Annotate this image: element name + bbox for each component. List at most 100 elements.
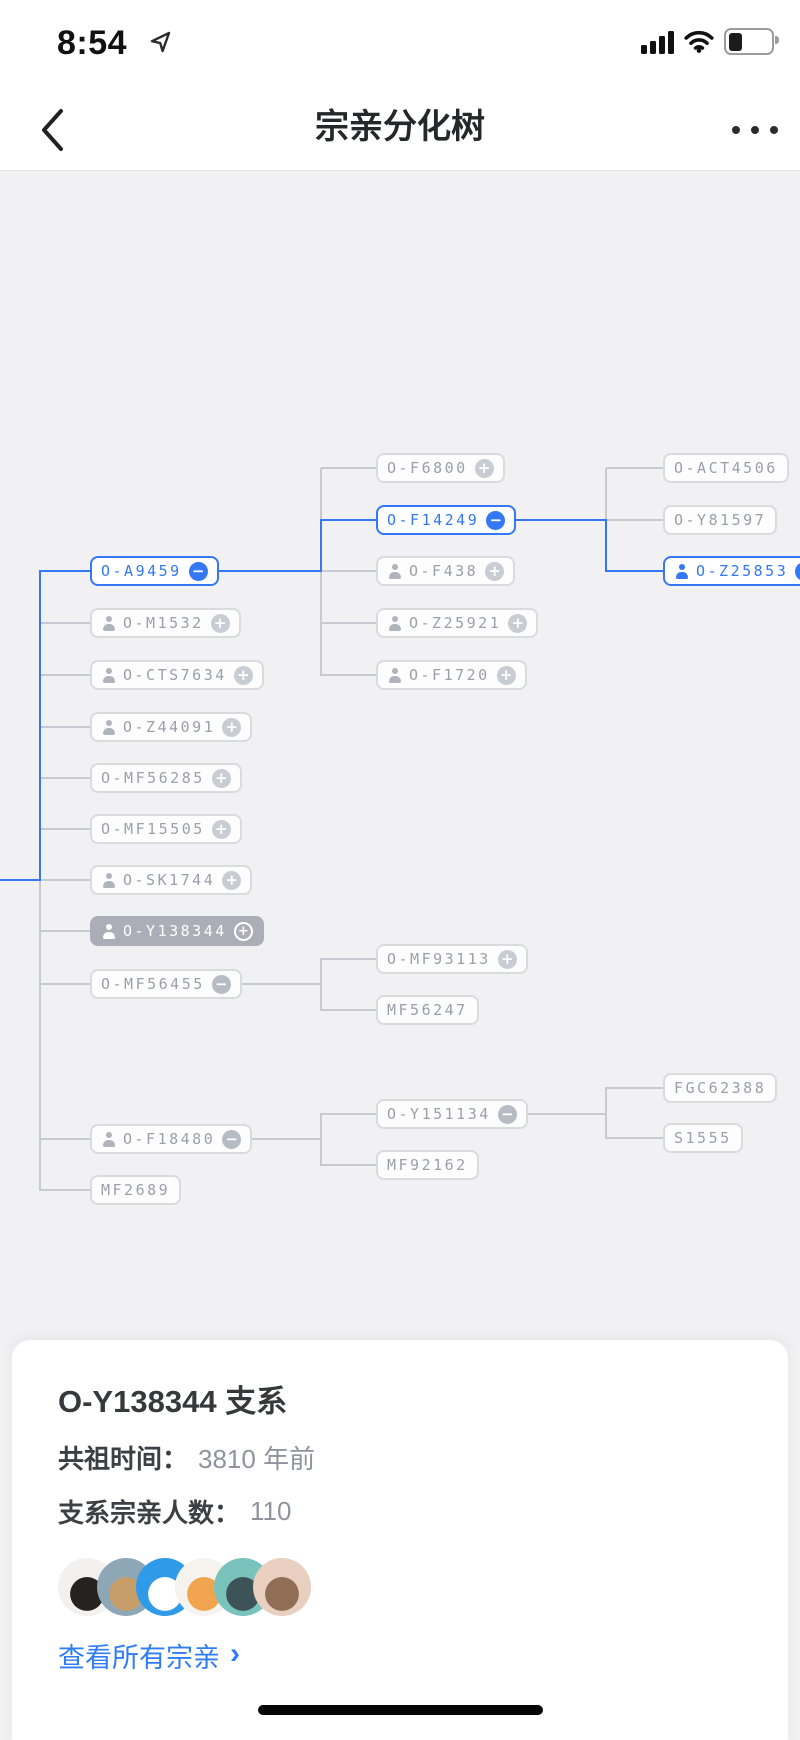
node-label: O-F18480 (123, 1130, 216, 1148)
home-indicator[interactable] (258, 1705, 543, 1715)
info-label: 支系宗亲人数： (58, 1497, 241, 1528)
tree-connectors (0, 467, 800, 1191)
view-all-label: 查看所有宗亲 (58, 1643, 220, 1673)
node-label: MF2689 (101, 1181, 171, 1199)
person-icon (101, 667, 116, 683)
tree-node-O-MF56455[interactable]: O-MF56455− (90, 969, 242, 999)
expand-icon[interactable]: + (222, 870, 242, 890)
tree-node-O-F438[interactable]: O-F438 + (376, 556, 516, 586)
expand-icon[interactable]: + (474, 458, 494, 478)
tree-node-O-F14249[interactable]: O-F14249− (376, 505, 517, 535)
node-label: FGC62388 (674, 1079, 767, 1097)
tree-node-O-M1532[interactable]: O-M1532 + (90, 608, 241, 638)
tree-node-S1555[interactable]: S1555 (663, 1123, 743, 1153)
person-icon (101, 923, 116, 939)
expand-icon[interactable]: + (485, 561, 505, 581)
common-ancestor-row: 共祖时间： 3810 年前 (58, 1440, 315, 1474)
tree-node-O-Z25921[interactable]: O-Z25921 + (376, 608, 539, 638)
expand-icon[interactable]: + (508, 613, 528, 633)
tree-node-O-MF93113[interactable]: O-MF93113+ (376, 944, 528, 974)
tree-node-FGC62388[interactable]: FGC62388 (663, 1073, 778, 1103)
node-label: O-F438 (409, 562, 479, 580)
expand-icon[interactable]: + (233, 921, 253, 941)
more-button[interactable] (710, 102, 778, 158)
member-count-row: 支系宗亲人数： 110 (58, 1494, 291, 1528)
expand-icon[interactable]: + (222, 717, 242, 737)
node-label: O-Z25921 (409, 614, 502, 632)
branch-title: O-Y138344 支系 (58, 1384, 288, 1419)
tree-node-O-ACT4506[interactable]: O-ACT4506 (663, 453, 789, 483)
tree-node-O-Z25853[interactable]: O-Z25853− (663, 556, 800, 586)
node-label: O-Z44091 (123, 718, 216, 736)
person-icon (101, 615, 116, 631)
node-label: O-Z25853 (696, 562, 789, 580)
clan-tree-canvas: O-A9459−O-M1532+O-CTS7634+O-Z44091+O-MF5… (0, 453, 800, 1205)
node-label: O-SK1744 (123, 871, 216, 889)
info-value: 3810 年前 (198, 1443, 316, 1474)
node-label: O-F1720 (409, 666, 490, 684)
tree-node-O-F1720[interactable]: O-F1720 + (376, 660, 527, 690)
branch-info-card: O-Y138344 支系 共祖时间： 3810 年前 支系宗亲人数： 110 查… (12, 1340, 788, 1740)
tree-node-O-Z44091[interactable]: O-Z44091 + (90, 712, 253, 742)
person-icon (101, 872, 116, 888)
tree-node-MF92162[interactable]: MF92162 (376, 1150, 479, 1180)
status-bar: 8:54 (0, 0, 800, 88)
node-label: O-F14249 (387, 511, 480, 529)
tree-node-O-MF56285[interactable]: O-MF56285 + (90, 763, 242, 793)
node-label: S1555 (674, 1129, 732, 1147)
page-title: 宗亲分化树 (315, 108, 485, 146)
expand-icon[interactable]: + (210, 613, 230, 633)
person-icon (387, 563, 402, 579)
back-button[interactable] (30, 102, 74, 158)
wifi-icon (684, 30, 714, 53)
expand-icon[interactable]: + (211, 819, 231, 839)
node-label: MF56247 (387, 1001, 468, 1019)
tree-node-MF56247[interactable]: MF56247 (376, 995, 479, 1025)
expand-icon[interactable]: + (496, 665, 516, 685)
node-label: O-CTS7634 (123, 666, 227, 684)
expand-icon[interactable]: + (211, 768, 231, 788)
person-icon (387, 667, 402, 683)
collapse-icon[interactable]: − (211, 974, 231, 994)
person-icon (387, 615, 402, 631)
chevron-right-icon: › (230, 1636, 240, 1670)
tree-node-O-F18480[interactable]: O-F18480− (90, 1124, 253, 1154)
view-all-link[interactable]: 查看所有宗亲 › (58, 1636, 240, 1675)
node-label: O-MF56455 (101, 975, 205, 993)
tree-node-O-F6800[interactable]: O-F6800 + (376, 453, 505, 483)
expand-icon[interactable]: + (233, 665, 253, 685)
battery-icon (724, 28, 779, 55)
collapse-icon[interactable]: − (497, 1104, 517, 1124)
expand-icon[interactable]: + (497, 949, 517, 969)
node-label: O-F6800 (387, 459, 468, 477)
node-label: O-Y151134 (387, 1105, 491, 1123)
collapse-icon[interactable]: − (222, 1129, 242, 1149)
collapse-icon[interactable]: − (188, 561, 208, 581)
tree-node-O-A9459[interactable]: O-A9459− (90, 556, 219, 586)
node-label: O-Y81597 (674, 511, 767, 529)
signal-icon (641, 30, 674, 54)
node-label: O-ACT4506 (674, 459, 778, 477)
node-label: MF92162 (387, 1156, 468, 1174)
person-icon (101, 719, 116, 735)
tree-node-O-Y151134[interactable]: O-Y151134− (376, 1099, 528, 1129)
node-label: O-A9459 (101, 562, 182, 580)
person-icon (674, 563, 689, 579)
tree-node-O-CTS7634[interactable]: O-CTS7634 + (90, 660, 264, 690)
tree-node-MF2689[interactable]: MF2689 (90, 1175, 182, 1205)
collapse-icon[interactable]: − (795, 561, 800, 581)
tree-node-O-MF15505[interactable]: O-MF15505 + (90, 814, 242, 844)
avatar-child-face[interactable] (253, 1558, 311, 1616)
collapse-icon[interactable]: − (486, 510, 506, 530)
node-label: O-M1532 (123, 614, 204, 632)
status-time: 8:54 (57, 24, 128, 62)
node-label: O-MF15505 (101, 820, 205, 838)
location-icon (150, 31, 171, 53)
tree-node-O-Y81597[interactable]: O-Y81597 (663, 505, 778, 535)
node-label: O-Y138344 (123, 922, 227, 940)
node-label: O-MF56285 (101, 769, 205, 787)
tree-node-O-Y138344[interactable]: O-Y138344 + (90, 916, 264, 946)
header: 宗亲分化树 (0, 88, 800, 171)
back-chevron-icon (42, 109, 63, 151)
tree-node-O-SK1744[interactable]: O-SK1744 + (90, 865, 253, 895)
